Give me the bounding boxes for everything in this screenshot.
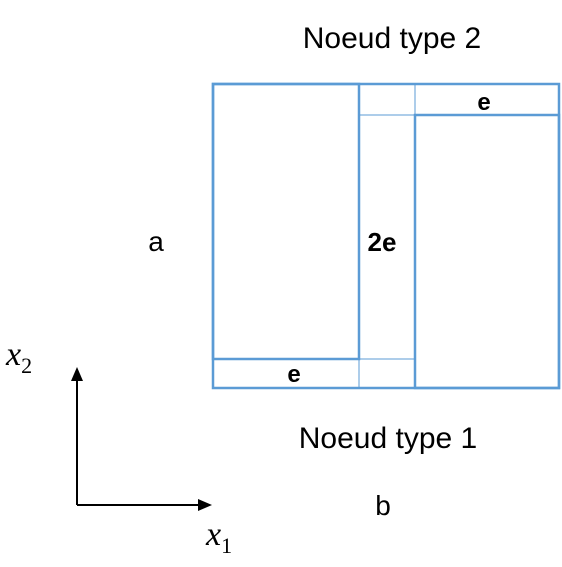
top-node-label: Noeud type 2 <box>303 22 481 55</box>
x2-axis-label: x2 <box>5 336 32 378</box>
x1-axis-label: x1 <box>205 516 232 558</box>
bottom-node-label: Noeud type 1 <box>299 422 477 455</box>
width-label: b <box>375 490 391 521</box>
height-label: a <box>148 226 164 257</box>
x1-symbol: x <box>205 516 221 553</box>
left-block <box>211 82 361 361</box>
bottom-strip-label: e <box>287 361 300 388</box>
x2-axis-arrowhead <box>71 367 83 381</box>
x2-symbol: x <box>5 336 21 373</box>
x1-axis-arrowhead <box>198 499 212 511</box>
middle-strip-label: 2e <box>368 227 397 257</box>
right-block <box>413 113 561 390</box>
top-strip-label: e <box>477 89 490 116</box>
x1-subscript: 1 <box>221 533 232 558</box>
x2-subscript: 2 <box>21 353 32 378</box>
